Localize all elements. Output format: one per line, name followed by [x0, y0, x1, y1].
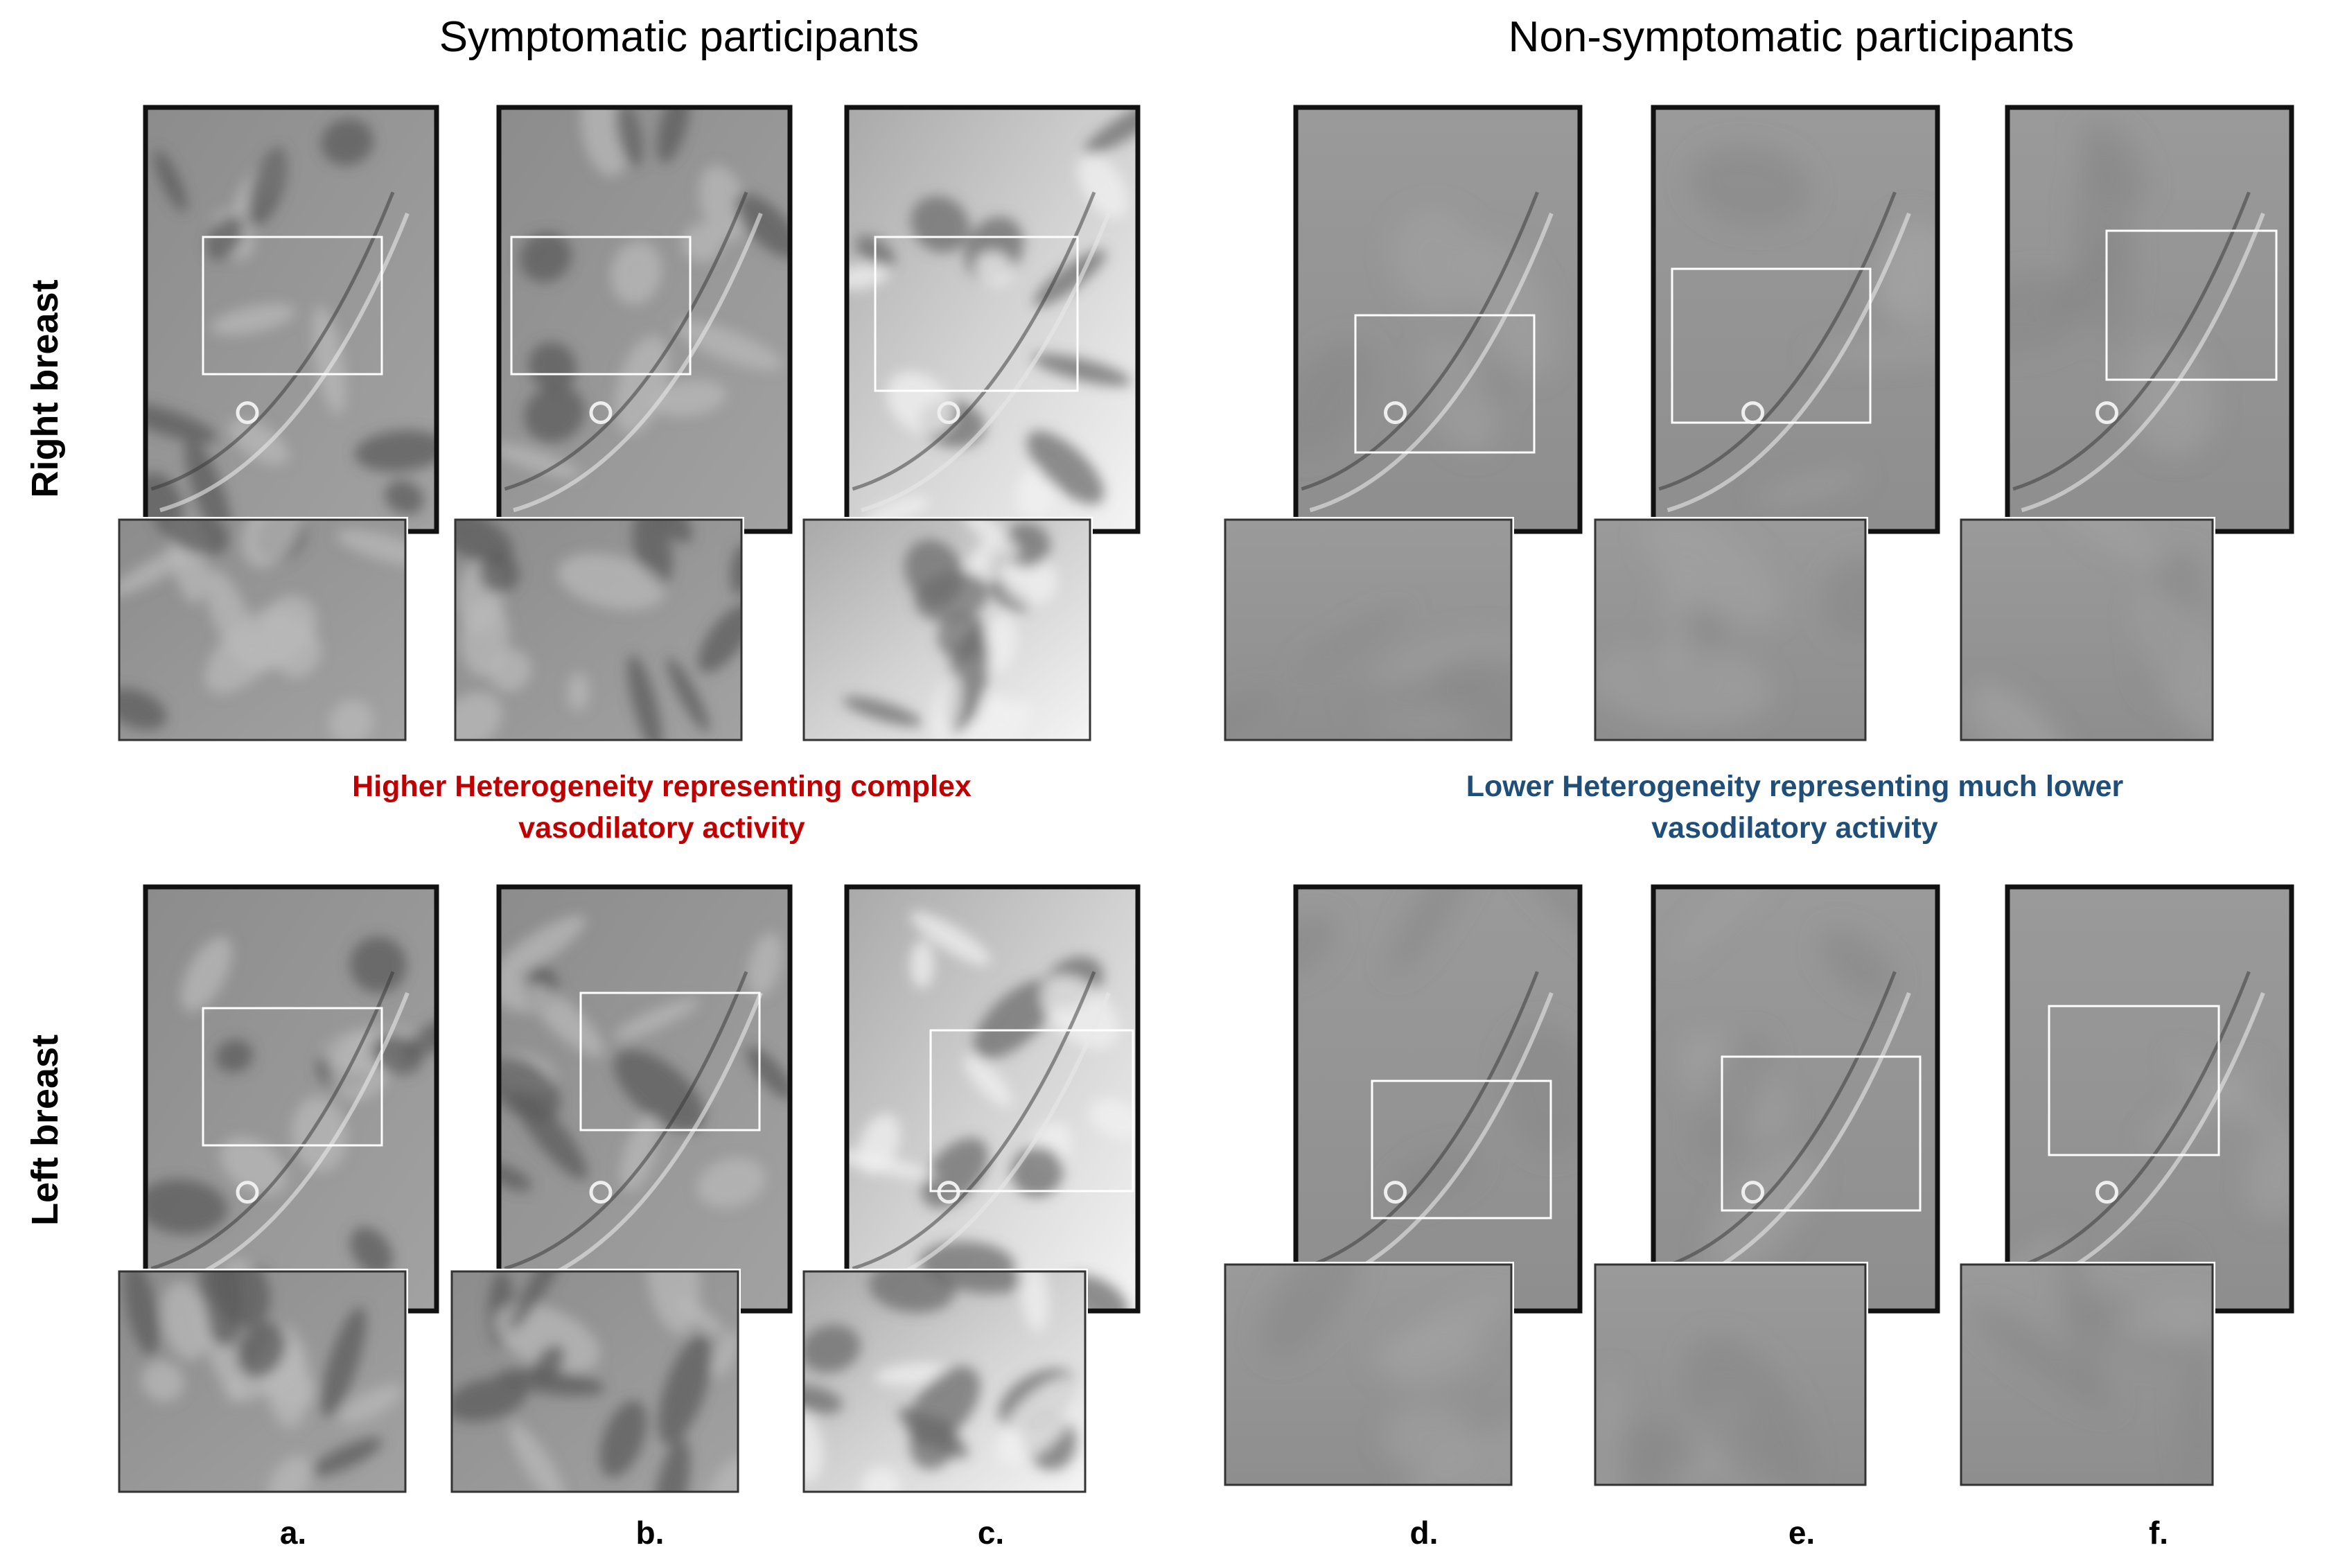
roi-box: [929, 1029, 1134, 1192]
zoomed-roi-inset: [1958, 1262, 2215, 1488]
caption-line: vasodilatory activity: [1651, 811, 1938, 845]
zoomed-roi-inset: [449, 1269, 741, 1495]
thermogram-panel-e-left: [1592, 884, 1940, 1488]
zoomed-roi-inset: [801, 1269, 1088, 1495]
caption-line: Higher Heterogeneity representing comple…: [352, 770, 972, 803]
zoomed-roi-inset: [801, 517, 1093, 743]
thermogram-panel-b-right: [452, 105, 793, 743]
column-label-d: d.: [1409, 1515, 1439, 1551]
thermogram-image: [143, 105, 439, 534]
thermogram-panel-c-right: [801, 105, 1141, 743]
roi-box: [1671, 267, 1872, 424]
roi-box: [202, 236, 383, 376]
thermogram-image: [1651, 105, 1940, 534]
caption-higher-heterogeneity: Higher Heterogeneity representing comple…: [246, 766, 1078, 849]
zoomed-roi-inset: [1592, 517, 1868, 743]
zoomed-roi-inset: [452, 517, 744, 743]
roi-box: [2048, 1005, 2220, 1156]
thermogram-image: [2005, 105, 2294, 534]
roi-box: [874, 236, 1079, 392]
thermogram-image: [844, 884, 1141, 1314]
thermogram-panel-b-left: [449, 884, 793, 1495]
thermogram-panel-a-left: [116, 884, 439, 1495]
thermogram-panel-a-right: [116, 105, 439, 743]
thermogram-panel-d-left: [1222, 884, 1583, 1488]
zoomed-roi-inset: [1958, 517, 2215, 743]
thermogram-image: [844, 105, 1141, 534]
group-title-non-symptomatic: Non-symptomatic participants: [1508, 13, 2075, 61]
zoomed-roi-inset: [1222, 517, 1514, 743]
zoomed-roi-inset: [1222, 1262, 1514, 1488]
column-label-b: b.: [635, 1515, 665, 1551]
caption-line: vasodilatory activity: [518, 811, 805, 845]
column-label-a: a.: [279, 1515, 307, 1551]
roi-box: [1371, 1080, 1552, 1219]
zoomed-roi-inset: [116, 517, 408, 743]
thermogram-panel-d-right: [1222, 105, 1583, 743]
caption-line: Lower Heterogeneity representing much lo…: [1466, 770, 2124, 803]
thermogram-image: [1293, 884, 1583, 1314]
thermogram-image: [1293, 105, 1583, 534]
roi-box: [1721, 1055, 1922, 1212]
thermogram-image: [496, 105, 793, 534]
thermogram-image: [496, 884, 793, 1314]
group-title-symptomatic: Symptomatic participants: [439, 13, 920, 61]
column-label-c: c.: [977, 1515, 1005, 1551]
roi-box: [579, 992, 761, 1131]
roi-box: [1354, 314, 1536, 454]
column-label-f: f.: [2148, 1515, 2169, 1551]
zoomed-roi-inset: [1592, 1262, 1868, 1488]
thermogram-panel-f-left: [1958, 884, 2294, 1488]
zoomed-roi-inset: [116, 1269, 408, 1495]
roi-box: [202, 1007, 383, 1147]
caption-lower-heterogeneity: Lower Heterogeneity representing much lo…: [1379, 766, 2211, 849]
thermogram-image: [1651, 884, 1940, 1314]
thermogram-panel-f-right: [1958, 105, 2294, 743]
column-label-e: e.: [1788, 1515, 1816, 1551]
roi-box: [2105, 229, 2278, 381]
thermogram-panel-e-right: [1592, 105, 1940, 743]
thermogram-panel-c-left: [801, 884, 1141, 1495]
roi-box: [510, 236, 692, 376]
